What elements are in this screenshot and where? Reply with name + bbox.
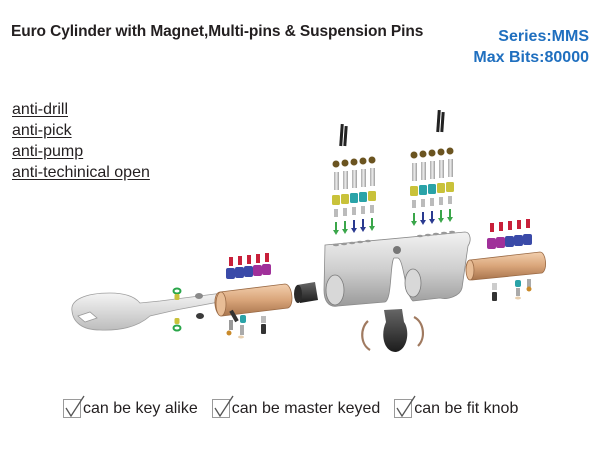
checkbox-checked-icon <box>394 395 416 418</box>
left-plug <box>214 283 293 317</box>
check-key-alike: can be key alike <box>63 395 198 418</box>
right-plug <box>465 251 546 281</box>
capability-checklist: can be key alike can be master keyed can… <box>63 395 519 418</box>
series-label: Series:MMS <box>498 28 589 45</box>
checkbox-checked-icon <box>211 395 234 418</box>
left-plug-pins <box>226 253 271 279</box>
check-label: can be master keyed <box>231 399 381 417</box>
key <box>71 292 225 331</box>
check-label: can be key alike <box>83 399 198 417</box>
feature-item: anti-techinical open <box>12 164 150 181</box>
check-master-keyed: can be master keyed <box>211 395 381 418</box>
left-small-parts <box>226 309 266 339</box>
key-hole <box>77 311 98 323</box>
black-sleeve <box>294 282 318 303</box>
right-plug-pins <box>487 219 532 249</box>
feature-item: anti-drill <box>12 101 69 118</box>
left-pin-stack <box>332 123 376 235</box>
checkbox-checked-icon <box>63 395 85 418</box>
cylinder-body <box>323 230 471 307</box>
page-title: Euro Cylinder with Magnet,Multi-pins & S… <box>11 23 424 40</box>
series-info: Series:MMS Max Bits:80000 <box>473 26 589 68</box>
right-pin-stack <box>410 109 454 226</box>
feature-list: anti-drill anti-pick anti-pump anti-tech… <box>12 99 150 183</box>
check-fit-knob: can be fit knob <box>394 395 519 418</box>
max-bits-label: Max Bits:80000 <box>473 49 589 66</box>
cam-and-circlips <box>361 309 424 352</box>
right-small-parts <box>492 279 532 301</box>
feature-item: anti-pick <box>12 122 72 139</box>
feature-item: anti-pump <box>12 143 84 160</box>
key-magnets <box>172 287 204 332</box>
check-label: can be fit knob <box>414 399 519 417</box>
